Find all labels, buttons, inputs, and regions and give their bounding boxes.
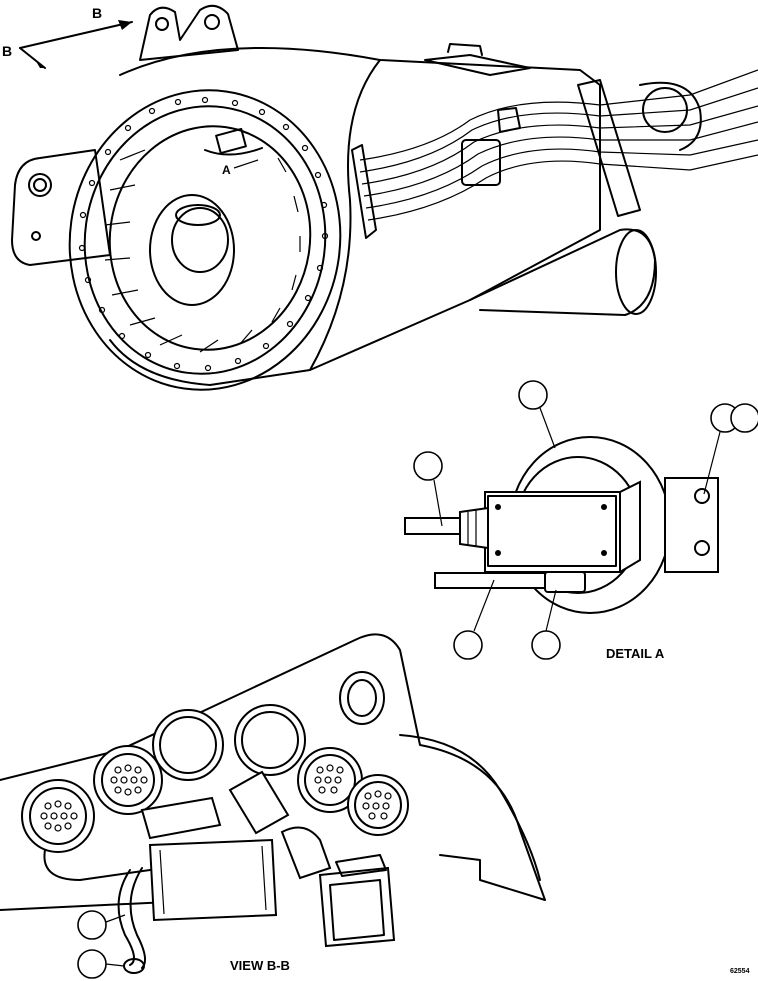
figure-id: 62554 [730, 968, 750, 975]
detail-a-title: DETAIL A [606, 646, 665, 661]
detail-a-marker: A [222, 159, 259, 177]
main-assembly-view [11, 4, 758, 391]
view-bb: VIEW B-B [0, 633, 546, 979]
view-b-indicator: B B [2, 5, 133, 69]
flange-bolt-holes [78, 96, 329, 372]
view-marker-top: B [92, 5, 102, 21]
cable-bundle [359, 69, 758, 221]
inner-ribs [104, 149, 301, 353]
svg-text:A: A [222, 163, 231, 177]
view-bb-title: VIEW B-B [230, 958, 290, 973]
view-marker-left: B [2, 43, 12, 59]
connector-pins [21, 745, 409, 853]
view-bb-callout [77, 949, 107, 979]
detail-a-view: DETAIL A [404, 380, 758, 661]
view-bb-callout [77, 910, 107, 940]
detail-a-callouts [413, 380, 758, 660]
